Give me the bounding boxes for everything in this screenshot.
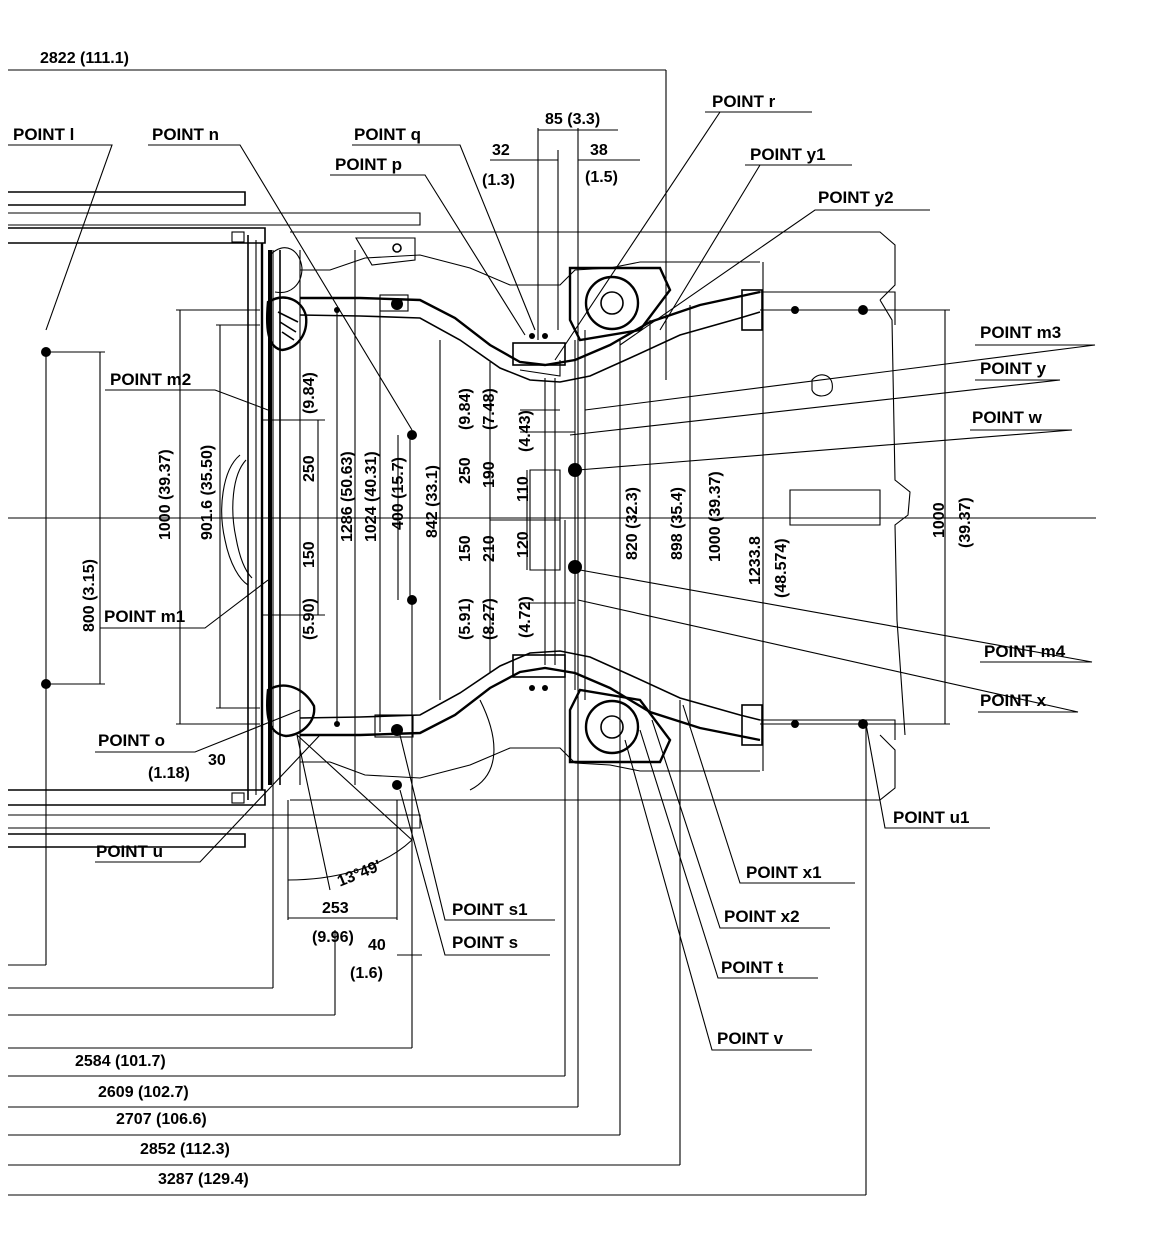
dim-v-1000-b: 1000 (39.37)	[707, 471, 724, 562]
label-point-m2: POINT m2	[110, 370, 191, 389]
label-point-u1: POINT u1	[893, 808, 970, 827]
dim-32: 32	[492, 142, 510, 159]
dim-angle: 13°49'	[335, 858, 384, 891]
dim-38: 38	[590, 142, 608, 159]
dim-v-110: 110	[515, 476, 532, 502]
leader-lines	[8, 111, 1096, 1051]
dim-v-9-84-b: (9.84)	[457, 388, 474, 430]
label-point-u: POINT u	[96, 842, 163, 861]
dim-32-in: (1.3)	[482, 172, 515, 189]
label-point-l: POINT l	[13, 125, 74, 144]
dimension-labels: 2822 (111.1) 85 (3.3) 32 (1.3) 38 (1.5) …	[40, 50, 618, 1188]
label-point-s: POINT s	[452, 933, 518, 952]
dim-v-8-27: (8.27)	[481, 598, 498, 640]
label-point-p: POINT p	[335, 155, 402, 174]
dim-v-120: 120	[515, 531, 532, 558]
dim-v-901-6: 901.6 (35.50)	[199, 445, 216, 540]
label-point-r: POINT r	[712, 92, 776, 111]
label-point-m3: POINT m3	[980, 323, 1061, 342]
point-labels: POINT l POINT n POINT q POINT p POINT r …	[13, 92, 1066, 1048]
dim-v-1286: 1286 (50.63)	[339, 451, 356, 542]
dim-v-4-72: (4.72)	[517, 596, 534, 638]
label-point-y2: POINT y2	[818, 188, 894, 207]
dim-v-7-48: (7.48)	[481, 388, 498, 430]
point-m4-dot	[568, 560, 582, 574]
dim-v-1000-a: 1000 (39.37)	[157, 449, 174, 540]
point-small-d	[542, 685, 548, 691]
dim-v-150-a: 150	[301, 541, 318, 568]
point-s-dot	[392, 780, 402, 790]
label-point-y1: POINT y1	[750, 145, 826, 164]
dim-h-3287: 3287 (129.4)	[158, 1171, 249, 1188]
dim-253: 253	[322, 900, 349, 917]
label-point-x1: POINT x1	[746, 863, 822, 882]
point-small-c	[529, 685, 535, 691]
dim-v-1233-8: 1233.8	[747, 536, 764, 585]
label-point-v: POINT v	[717, 1029, 784, 1048]
label-point-m4: POINT m4	[984, 642, 1066, 661]
point-small-a	[529, 333, 535, 339]
dim-v-150-b: 150	[457, 535, 474, 562]
dim-v-5-90: (5.90)	[301, 598, 318, 640]
dim-v-39-37-c: (39.37)	[957, 497, 974, 548]
label-point-t: POINT t	[721, 958, 784, 977]
dim-1-18: (1.18)	[148, 765, 190, 782]
label-point-s1: POINT s1	[452, 900, 528, 919]
dim-v-4-43: (4.43)	[517, 410, 534, 452]
dim-v-898: 898 (35.4)	[669, 487, 686, 560]
dim-v-9-84-a: (9.84)	[301, 372, 318, 414]
label-point-m1: POINT m1	[104, 607, 185, 626]
dim-30: 30	[208, 752, 226, 769]
label-point-w: POINT w	[972, 408, 1043, 427]
label-point-o: POINT o	[98, 731, 165, 750]
dim-h-2852: 2852 (112.3)	[140, 1141, 230, 1158]
dim-v-1000-c: 1000	[931, 502, 948, 538]
frame-structure	[8, 191, 911, 848]
dim-top-overall: 2822 (111.1)	[40, 50, 129, 67]
dim-v-400: 400 (15.7)	[390, 457, 407, 530]
point-n-dot	[407, 430, 417, 440]
dim-9-96: (9.96)	[312, 929, 354, 946]
label-point-q: POINT q	[354, 125, 421, 144]
dim-v-250-a: 250	[301, 455, 318, 482]
dim-85: 85 (3.3)	[545, 111, 600, 128]
dim-v-1024: 1024 (40.31)	[363, 451, 380, 542]
dim-v-190: 190	[481, 461, 498, 488]
dimension-lines	[8, 69, 1096, 1196]
label-point-x: POINT x	[980, 691, 1047, 710]
vertical-dimension-labels: 1000 (39.37) 901.6 (35.50) 800 (3.15) (9…	[81, 372, 974, 640]
label-point-n: POINT n	[152, 125, 219, 144]
dim-v-820: 820 (32.3)	[624, 487, 641, 560]
dim-v-210: 210	[481, 535, 498, 562]
dim-h-2609: 2609 (102.7)	[98, 1084, 189, 1101]
dim-1-6: (1.6)	[350, 965, 383, 982]
dim-v-842: 842 (33.1)	[424, 465, 441, 538]
label-point-x2: POINT x2	[724, 907, 800, 926]
dim-h-2707: 2707 (106.6)	[116, 1111, 207, 1128]
dim-38-in: (1.5)	[585, 169, 618, 186]
dim-v-48-574: (48.574)	[773, 538, 790, 598]
dim-v-5-91: (5.91)	[457, 598, 474, 640]
point-p-dot	[391, 298, 403, 310]
dim-v-800: 800 (3.15)	[81, 559, 98, 632]
dim-h-2584: 2584 (101.7)	[75, 1053, 166, 1070]
dim-v-250-b: 250	[457, 457, 474, 484]
point-small-b	[542, 333, 548, 339]
point-s1-dot	[391, 724, 403, 736]
dim-40: 40	[368, 937, 386, 954]
label-point-y: POINT y	[980, 359, 1047, 378]
